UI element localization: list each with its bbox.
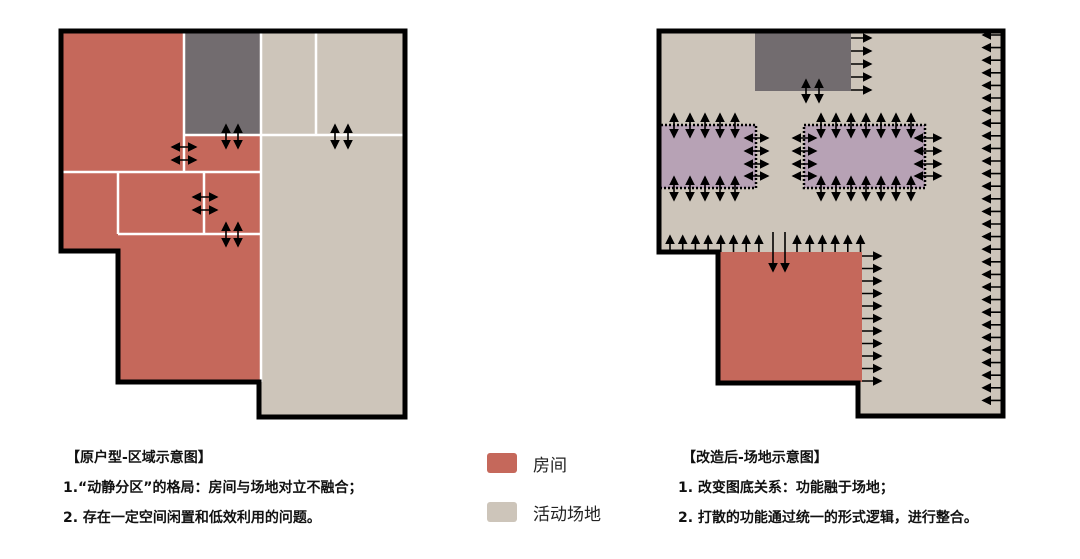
left-title: 【原户型-区域示意图】 [66,450,212,466]
room-area [718,252,862,382]
partition-walls [63,33,403,382]
activity-area [261,31,405,417]
exterior-wall [58,28,408,420]
circulation-arrows [170,123,353,248]
service-area [755,33,851,91]
original-floor-plan [58,28,408,420]
legend-label-activity: 活动场地 [533,505,601,525]
service-area [184,33,261,135]
exterior-wall [656,28,1006,419]
renovated-floor-plan [656,28,1006,419]
circulation-arrows [665,30,1003,406]
legend-swatch-activity [487,502,517,522]
right-note-1: 1. 改变图底关系：功能融于场地； [678,480,894,496]
right-title: 【改造后-场地示意图】 [682,450,828,466]
right-note-2: 2. 打散的功能通过统一的形式逻辑，进行整合。 [678,510,978,526]
function-zone-right [802,123,927,190]
legend-label-room: 房间 [533,456,567,476]
legend-swatch-room [487,453,517,473]
function-zone-left [661,123,758,190]
left-note-2: 2. 存在一定空间闲置和低效利用的问题。 [63,510,321,526]
left-note-1: 1.“动静分区”的格局：房间与场地对立不融合； [63,480,363,496]
